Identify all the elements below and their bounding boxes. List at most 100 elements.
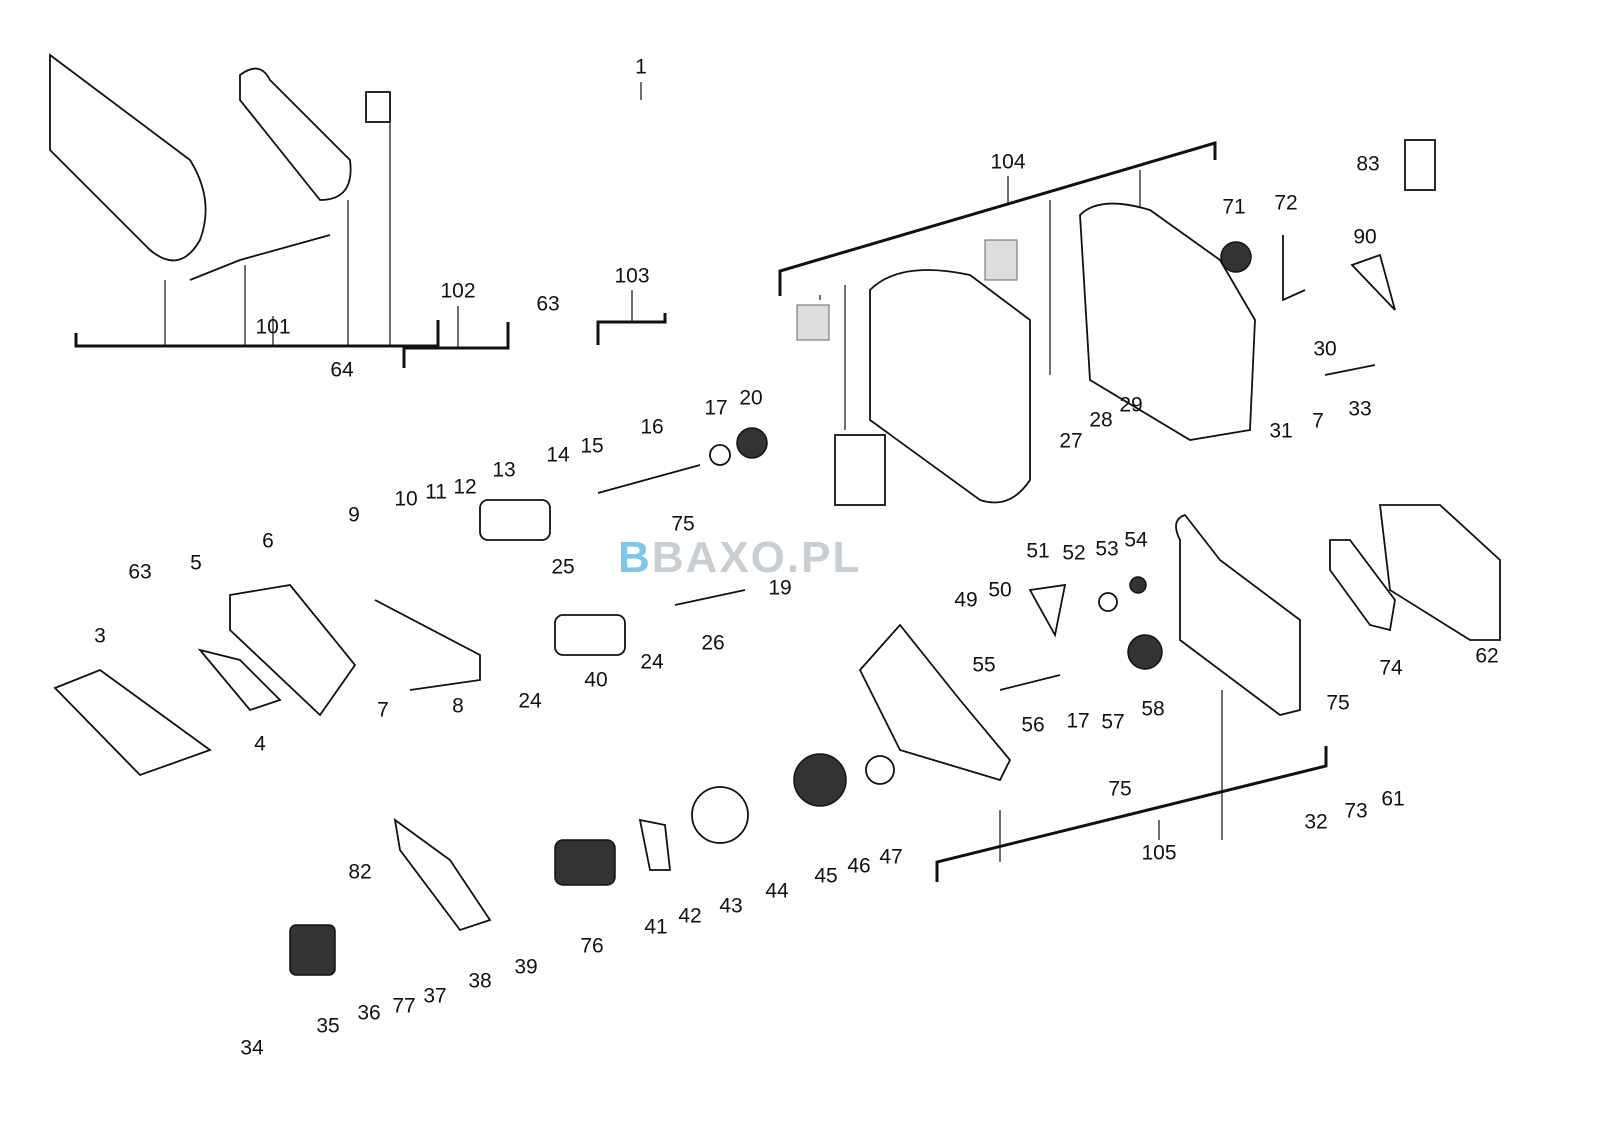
callout-101: 101	[255, 316, 290, 339]
shaft-16	[597, 464, 701, 494]
callout-41: 41	[644, 916, 667, 939]
callout-56: 56	[1021, 714, 1044, 737]
callout-17: 17	[1066, 710, 1089, 733]
gasket-74	[1329, 539, 1396, 632]
gear-20	[736, 427, 768, 459]
callout-72: 72	[1274, 192, 1297, 215]
callout-26: 26	[701, 632, 724, 655]
callout-45: 45	[814, 865, 837, 888]
leader-lines	[164, 82, 1223, 862]
callout-77: 77	[392, 995, 415, 1018]
callout-11: 11	[425, 481, 447, 504]
motor-76	[554, 839, 616, 886]
callout-3: 3	[94, 625, 106, 648]
shaft-26	[674, 589, 746, 606]
bracket-8	[374, 599, 481, 691]
label-plate-1	[796, 304, 830, 341]
handle-38	[393, 817, 492, 932]
callout-29: 29	[1119, 394, 1142, 417]
bracket-104	[778, 140, 1217, 296]
callout-30: 30	[1313, 338, 1336, 361]
callout-47: 47	[879, 846, 902, 869]
callout-5: 5	[190, 552, 202, 575]
callout-16: 16	[640, 416, 663, 439]
callout-57: 57	[1101, 711, 1124, 734]
housing-left	[869, 269, 1031, 504]
washer-53	[1098, 592, 1118, 612]
callout-46: 46	[847, 855, 870, 878]
plate-41	[638, 818, 672, 871]
callout-35: 35	[316, 1015, 339, 1038]
bracket-105	[935, 746, 1328, 882]
callout-9: 9	[348, 504, 360, 527]
gearbox-housing	[858, 623, 1012, 782]
callout-7: 7	[1312, 410, 1324, 433]
clip	[365, 91, 391, 123]
callout-19: 19	[768, 577, 791, 600]
callout-43: 43	[719, 895, 742, 918]
callout-15: 15	[580, 435, 603, 458]
callout-24: 24	[640, 651, 664, 674]
callout-76: 76	[580, 935, 603, 958]
parts	[49, 53, 1501, 976]
hex-key	[1282, 235, 1306, 302]
gear-54	[1129, 576, 1147, 594]
callout-105: 105	[1141, 842, 1176, 865]
battery-contact	[834, 434, 886, 506]
callout-64: 64	[330, 359, 354, 382]
end-cap-35	[289, 924, 336, 976]
wire	[189, 234, 331, 281]
bracket-102	[402, 322, 510, 368]
callout-63: 63	[128, 561, 151, 584]
callout-62: 62	[1475, 645, 1498, 668]
bracket-101	[74, 320, 440, 348]
callout-90: 90	[1353, 226, 1376, 249]
callout-71: 71	[1222, 196, 1245, 219]
callout-75: 75	[671, 513, 694, 536]
callout-25: 25	[551, 556, 574, 579]
callout-17: 17	[704, 397, 727, 420]
callout-20: 20	[739, 387, 762, 410]
callout-12: 12	[453, 476, 476, 499]
callout-4: 4	[254, 733, 266, 756]
base-plate-3	[53, 668, 212, 777]
frame-6	[229, 584, 357, 717]
callout-75: 75	[1108, 778, 1131, 801]
callout-40: 40	[584, 669, 607, 692]
plate-90	[1350, 253, 1396, 311]
callout-82: 82	[348, 861, 371, 884]
callout-39: 39	[514, 956, 537, 979]
callout-24: 24	[518, 690, 542, 713]
callout-102: 102	[440, 280, 475, 303]
callout-73: 73	[1344, 800, 1367, 823]
callout-34: 34	[240, 1037, 264, 1060]
callout-103: 103	[614, 265, 649, 288]
brackets	[74, 82, 1328, 882]
callout-44: 44	[765, 880, 789, 903]
callout-31: 31	[1269, 420, 1292, 443]
callout-42: 42	[678, 905, 701, 928]
callout-6: 6	[262, 530, 274, 553]
callout-63: 63	[536, 293, 559, 316]
gear-cover	[1175, 513, 1301, 716]
callout-61: 61	[1381, 788, 1404, 811]
callout-58: 58	[1141, 698, 1164, 721]
callout-32: 32	[1304, 811, 1327, 834]
callout-53: 53	[1095, 538, 1118, 561]
callout-37: 37	[423, 985, 446, 1008]
dust-bag	[49, 53, 207, 262]
callout-33: 33	[1348, 398, 1371, 421]
callout-1: 1	[635, 56, 647, 79]
flange-43	[691, 786, 749, 844]
roller-13	[479, 499, 551, 541]
housing-right	[1079, 202, 1256, 441]
callout-7: 7	[377, 699, 389, 722]
gear-58	[1127, 634, 1163, 670]
callout-28: 28	[1089, 409, 1112, 432]
callout-74: 74	[1379, 657, 1403, 680]
bearing-17	[709, 444, 731, 466]
callout-36: 36	[357, 1002, 380, 1025]
knob-71	[1220, 241, 1252, 273]
callout-38: 38	[468, 970, 491, 993]
